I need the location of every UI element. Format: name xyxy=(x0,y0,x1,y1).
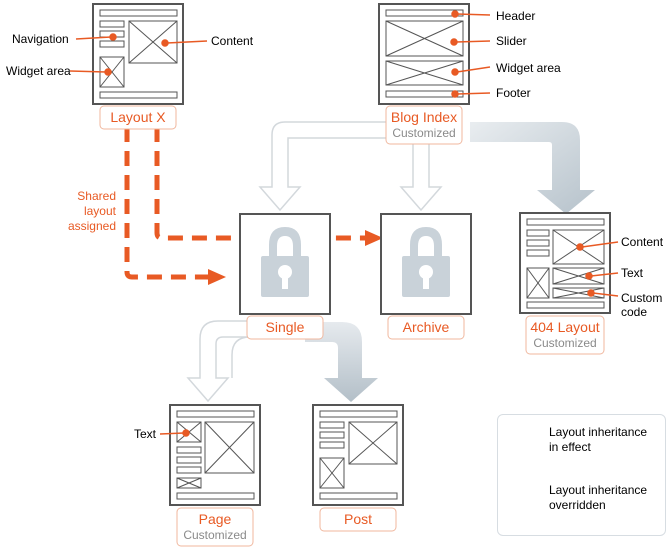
legend-overridden-line-1: Layout inheritance xyxy=(549,483,648,497)
text-404-label: Text xyxy=(621,266,644,280)
shared-line-3: assigned xyxy=(67,219,116,233)
post-caption-box xyxy=(319,507,397,532)
page-subtitle: Customized xyxy=(183,528,247,542)
layout-x-title: Layout X xyxy=(110,109,166,125)
archive-caption-box xyxy=(387,315,465,340)
widget-area-label-2: Widget area xyxy=(496,61,561,75)
blog-index-caption-box xyxy=(385,105,463,145)
content-label: Content xyxy=(211,34,254,48)
navigation-label: Navigation xyxy=(12,32,69,46)
legend-overridden-line-2: overridden xyxy=(549,498,606,512)
layout-x-wireframe xyxy=(92,3,184,105)
layout-x-caption-box xyxy=(99,105,177,130)
layout-404-wireframe xyxy=(519,212,611,314)
custom-code-label-2: code xyxy=(621,305,648,319)
archive-title: Archive xyxy=(402,319,450,335)
overridden-arrow-blog-to-single xyxy=(258,121,396,212)
post-title: Post xyxy=(343,511,372,527)
slider-label: Slider xyxy=(496,34,527,48)
shared-arrowhead-archive xyxy=(365,230,383,246)
layout-x-callouts xyxy=(69,33,208,76)
blog-index-title: Blog Index xyxy=(390,109,458,125)
post-wireframe xyxy=(312,404,404,506)
blog-index-subtitle: Customized xyxy=(392,126,456,140)
inheritance-arrow-single-to-post xyxy=(305,322,378,402)
legend xyxy=(497,414,666,536)
shared-arrowhead-single xyxy=(208,269,226,285)
overridden-arrow-blog-to-archive xyxy=(399,137,443,212)
single-title: Single xyxy=(265,319,305,335)
archive-locked-layout xyxy=(380,213,472,315)
layout-404-title: 404 Layout xyxy=(530,319,600,335)
content-404-label: Content xyxy=(621,235,664,249)
page-title: Page xyxy=(198,511,232,527)
shared-line-1: Shared xyxy=(77,189,116,203)
page-caption-box xyxy=(176,507,254,547)
page-callouts xyxy=(159,429,190,437)
legend-in-effect-line-1: Layout inheritance xyxy=(549,425,648,439)
layout-404-subtitle: Customized xyxy=(533,336,597,350)
custom-code-label-1: Custom xyxy=(621,291,663,305)
page-wireframe xyxy=(169,404,261,506)
widget-area-label: Widget area xyxy=(6,64,71,78)
shared-line-2: layout xyxy=(83,204,116,218)
layout-404-caption-box xyxy=(525,315,605,355)
footer-label: Footer xyxy=(496,86,531,100)
shared-layout-note: Shared layout assigned xyxy=(40,189,116,234)
single-locked-layout xyxy=(239,213,331,315)
blog-index-wireframe xyxy=(378,3,470,105)
header-label: Header xyxy=(496,9,536,23)
blog-index-callouts xyxy=(450,10,491,98)
overridden-arrow-single-to-page xyxy=(186,320,261,403)
text-page-label: Text xyxy=(134,427,157,441)
shared-layout-arrows xyxy=(124,127,365,280)
inheritance-arrow-blog-to-404 xyxy=(470,122,595,214)
layout-404-callouts xyxy=(576,241,619,297)
legend-in-effect-line-2: in effect xyxy=(549,440,591,454)
single-caption-box xyxy=(246,315,324,340)
overridden-arrow-single-to-page-2 xyxy=(231,336,260,378)
